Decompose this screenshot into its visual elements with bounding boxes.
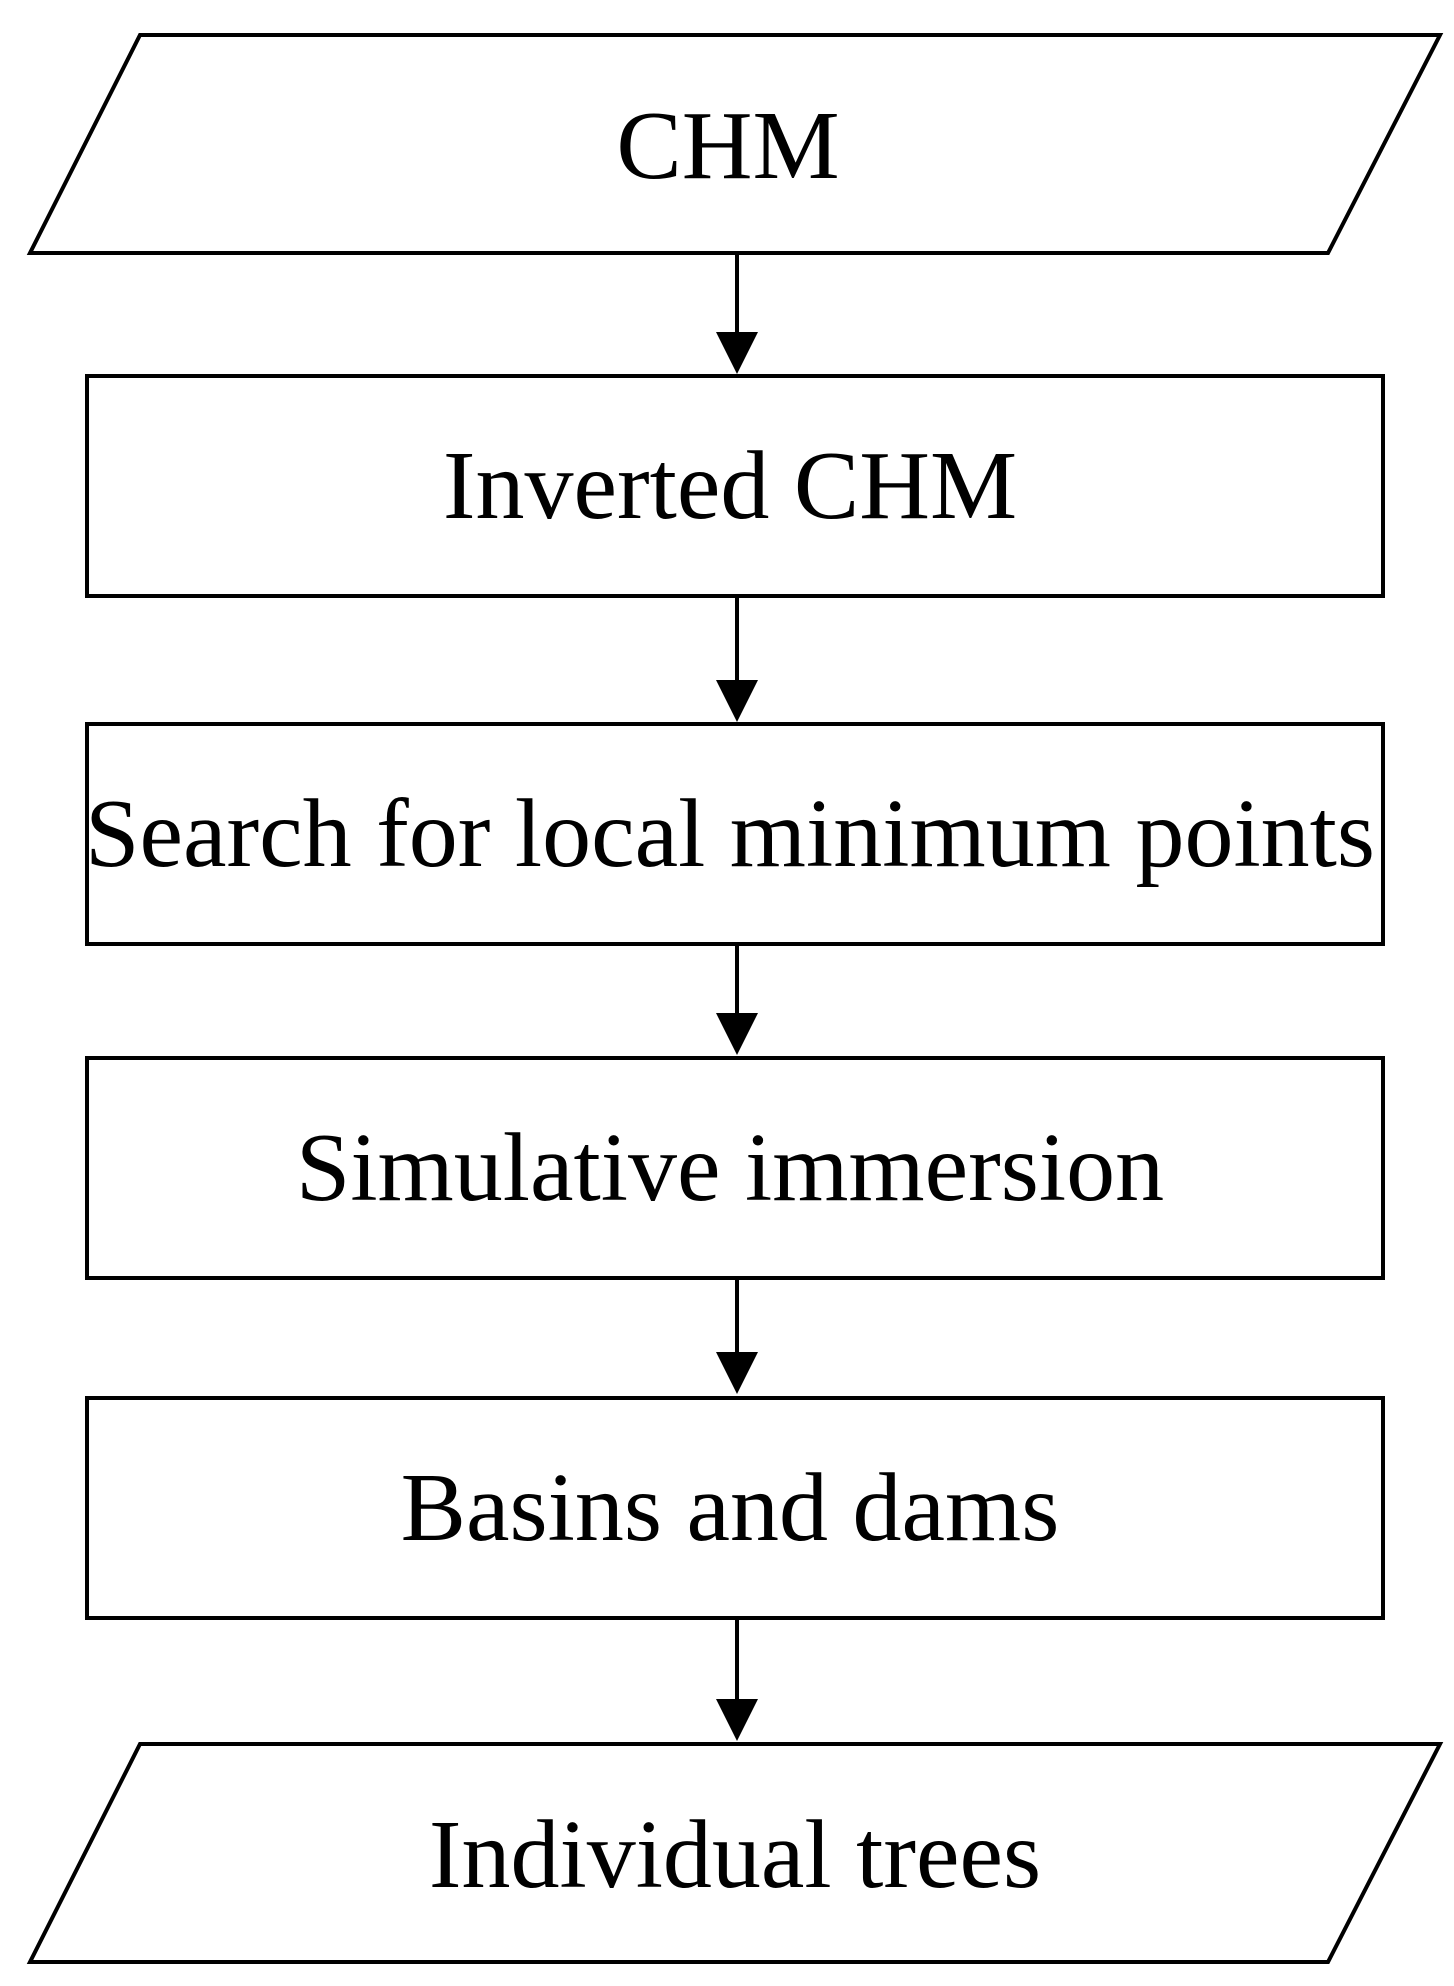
- node-chm-shape: [26, 33, 1444, 255]
- node-basins-and-dams-shape: [85, 1396, 1385, 1620]
- node-basins-and-dams-label: Basins and dams: [401, 1454, 1060, 1562]
- edge-chm-to-inverted-chm: [716, 253, 758, 374]
- edge-inverted-chm-to-local-minimum-search: [716, 596, 758, 722]
- node-local-minimum-search-label: Search for local minimum points: [85, 780, 1375, 888]
- node-basins-and-dams: Basins and dams: [85, 1396, 1385, 1620]
- node-simulative-immersion: Simulative immersion: [85, 1056, 1385, 1280]
- node-simulative-immersion-shape: [85, 1056, 1385, 1280]
- node-individual-trees: Individual trees: [26, 1742, 1444, 1964]
- node-local-minimum-search-shape: [85, 722, 1385, 946]
- node-local-minimum-search: Search for local minimum points: [85, 722, 1385, 946]
- node-inverted-chm-label: Inverted CHM: [443, 432, 1017, 540]
- edge-basins-and-dams-to-individual-trees: [716, 1618, 758, 1741]
- arrowhead: [716, 1013, 758, 1055]
- arrowhead: [716, 680, 758, 722]
- edge-local-minimum-search-to-simulative-immersion: [716, 944, 758, 1055]
- node-individual-trees-label: Individual trees: [429, 1801, 1041, 1909]
- node-chm: CHM: [26, 33, 1444, 255]
- node-inverted-chm: Inverted CHM: [85, 374, 1385, 598]
- arrowhead: [716, 1352, 758, 1394]
- node-chm-label: CHM: [616, 92, 839, 200]
- arrowhead: [716, 1699, 758, 1741]
- node-individual-trees-shape: [26, 1742, 1444, 1964]
- arrowhead: [716, 332, 758, 374]
- edge-simulative-immersion-to-basins-and-dams: [716, 1278, 758, 1394]
- node-simulative-immersion-label: Simulative immersion: [296, 1114, 1164, 1222]
- node-inverted-chm-shape: [85, 374, 1385, 598]
